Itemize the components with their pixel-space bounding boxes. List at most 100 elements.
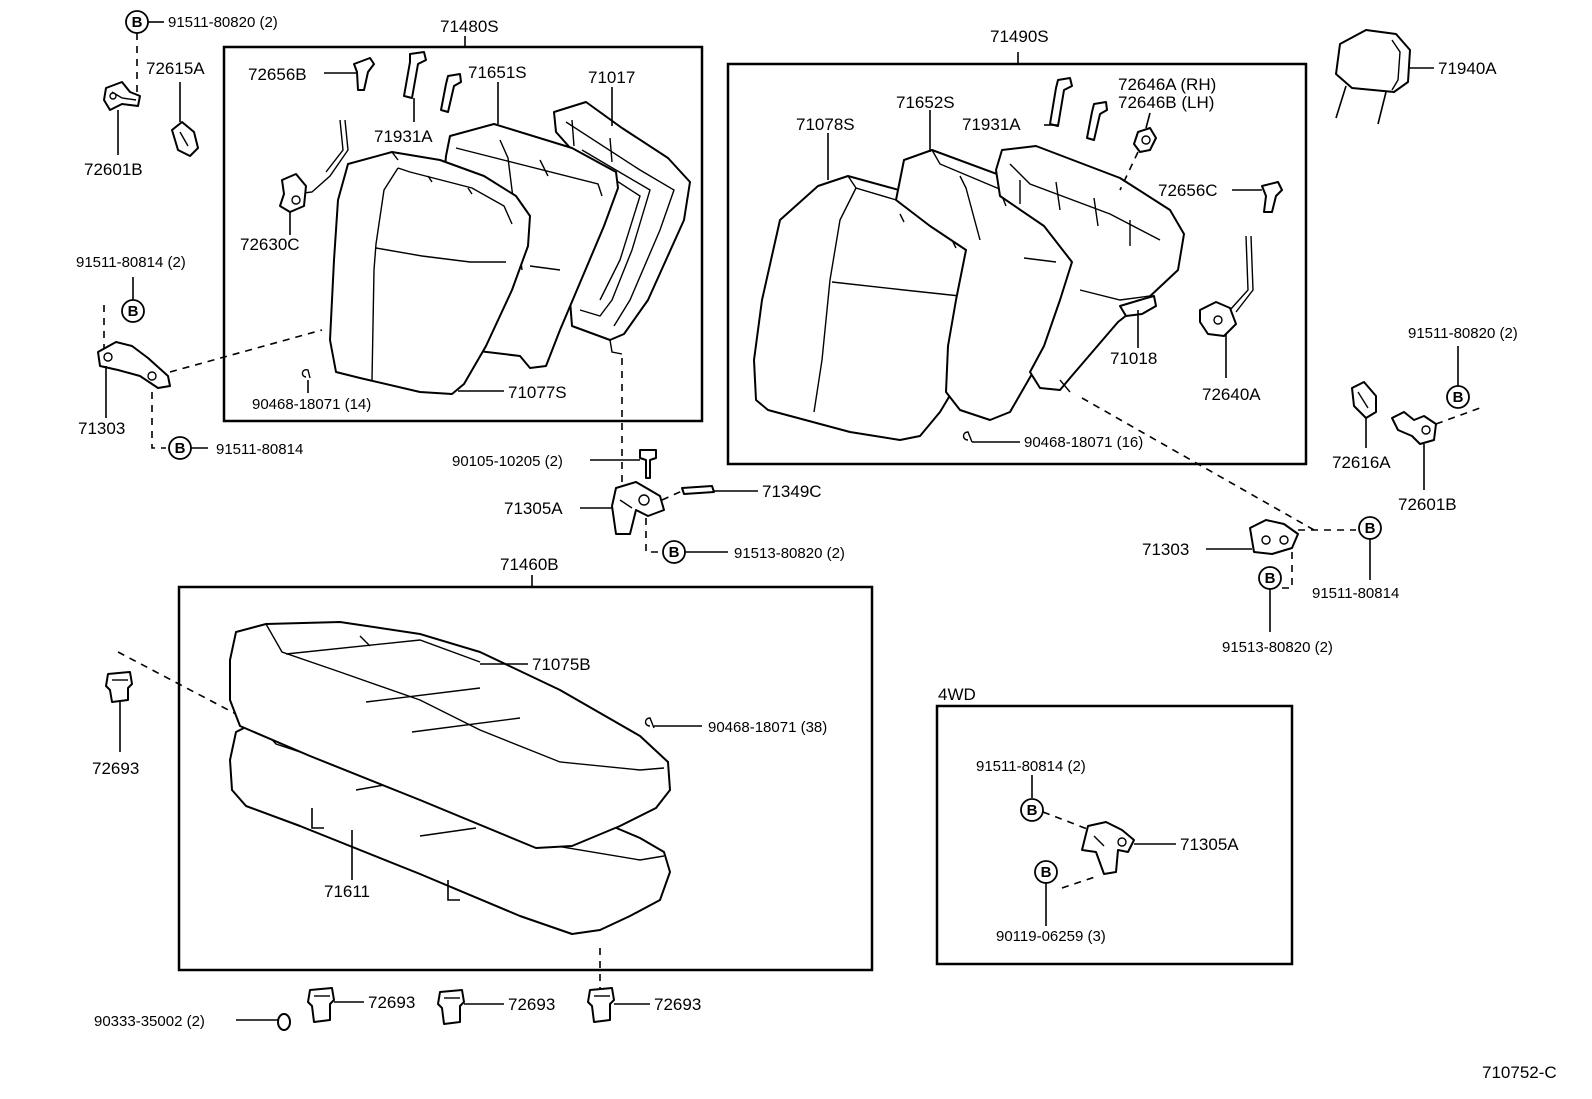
label-91511-80814-left: 91511-80814 [216,441,303,458]
label-90468-18071-38: 90468-18071 (38) [708,719,827,736]
bolt-marker-91511-80814-2-4wd: B [1020,798,1044,822]
bolt-marker-91511-80820-top: B [125,10,149,34]
hook-72693-left [105,671,133,703]
dash-center-hinge-bolt [645,518,660,553]
center-hinge-71305A [611,481,665,535]
label-72630C: 72630C [240,235,300,254]
svg-text:B: B [175,440,186,457]
center-hinge-71305A-4wd [1081,821,1135,875]
dash-left-hinge-to-back [169,329,323,373]
bolt-marker-91511-80814-left: B [168,436,192,460]
leader-72646 [1145,112,1151,129]
label-91511-80814-2-4wd: 91511-80814 (2) [976,758,1086,775]
bolt-marker-91511-80820-right: B [1446,385,1470,409]
label-72693-left: 72693 [92,759,139,778]
label-71075B: 71075B [532,655,591,674]
label-71460B: 71460B [500,555,559,574]
label-71480S: 71480S [440,17,499,36]
dash-right-hinge-bottom [1282,552,1293,589]
dash-72601B-to-bolt [1435,407,1481,425]
label-71490S: 71490S [990,27,1049,46]
cable-71349C [681,485,715,495]
svg-text:B: B [669,544,680,561]
bolt-marker-91513-80820-right: B [1258,566,1282,590]
bolt-marker-91511-80814-right: B [1358,516,1382,540]
label-71305A-mid: 71305A [504,499,563,518]
svg-text:B: B [1041,864,1052,881]
clip-90468-18071-16 [962,431,973,443]
dash-right-back-to-hinge [1081,397,1315,531]
label-72693-b1: 72693 [368,993,415,1012]
seatback-frame-right [995,145,1185,393]
label-91511-80820-2-right: 91511-80820 (2) [1408,325,1518,342]
label-71078S: 71078S [796,115,855,134]
label-72640A: 72640A [1202,385,1261,404]
label-71931A-left: 71931A [374,127,433,146]
label-91511-80814-2-left: 91511-80814 (2) [76,254,186,271]
label-71017: 71017 [588,68,635,87]
clip-90468-18071-14 [301,368,311,379]
label-91513-80820-2-mid: 91513-80820 (2) [734,545,845,562]
label-91513-80820-2-right: 91513-80820 (2) [1222,639,1333,656]
label-71611: 71611 [324,882,370,901]
hinge-cover-72615A [171,121,199,157]
headrest-guide-71931A-left-a [403,51,427,99]
headrest-71940A [1335,29,1411,125]
lock-knob-72656B [353,57,375,91]
headrest-guide-71931A-right-b [1086,101,1108,141]
label-90468-18071-16: 90468-18071 (16) [1024,434,1143,451]
hook-72693-b1 [307,987,335,1023]
group-box-71490S [726,62,1308,466]
label-72693-b2: 72693 [508,995,555,1014]
label-72646A-RH: 72646A (RH) [1118,75,1216,94]
label-72656B: 72656B [248,65,307,84]
hinge-bracket-72601B-left [103,81,141,111]
headrest-guide-71931A-left-b [440,73,462,113]
label-72601B-right: 72601B [1398,495,1457,514]
group-box-4wd [935,704,1294,966]
plug-90333-35002 [277,1013,291,1031]
group-box-71460B [177,585,874,972]
label-72693-b3: 72693 [654,995,701,1014]
hook-72693-b3 [587,987,615,1023]
seatback-hinge-71303-right [1249,519,1299,555]
svg-text:B: B [1365,520,1376,537]
bolt-marker-90119-06259-4wd: B [1034,860,1058,884]
label-71652S: 71652S [896,93,955,112]
label-71940A: 71940A [1438,59,1497,78]
seatback-lock-72640A [1199,235,1254,337]
hinge-cover-72616A [1351,381,1377,419]
label-71305A-4wd: 71305A [1180,835,1239,854]
label-90468-18071-14: 90468-18071 (14) [252,396,371,413]
bolt-marker-91513-80820-mid: B [662,540,686,564]
dash-4wd-bolt-bottom [1061,875,1099,889]
seatback-lock-72630C [279,119,349,213]
hinge-bracket-71018 [1119,295,1157,317]
label-90119-06259-3: 90119-06259 (3) [996,928,1106,945]
label-71077S: 71077S [508,383,567,402]
label-72646B-LH: 72646B (LH) [1118,93,1214,112]
label-71303-left: 71303 [78,419,125,438]
headrest-guide-71931A-right-a [1049,77,1073,127]
bolt-marker-91511-80814-2-left: B [121,299,145,323]
label-90333-35002-2: 90333-35002 (2) [94,1013,205,1030]
svg-text:B: B [1453,389,1464,406]
seatback-hinge-71303-left [97,341,171,389]
bolt-90105-10205 [639,449,657,479]
group-box-71480S [222,45,704,423]
label-71303-right: 71303 [1142,540,1189,559]
dash-4wd-bolt-top [1042,811,1091,831]
seat-cushion-cover-71075B [229,621,671,849]
label-72656C: 72656C [1158,181,1218,200]
label-71018: 71018 [1110,349,1157,368]
figure-code: 710752-C [1482,1063,1557,1082]
svg-text:B: B [128,303,139,320]
label-72616A: 72616A [1332,453,1391,472]
label-71651S: 71651S [468,63,527,82]
label-71349C: 71349C [762,482,822,501]
hinge-bracket-72601B-right [1391,411,1437,445]
dash-left-hinge-bottom [151,392,166,449]
lock-knob-72656C [1261,181,1283,213]
hook-72693-b2 [437,989,465,1025]
